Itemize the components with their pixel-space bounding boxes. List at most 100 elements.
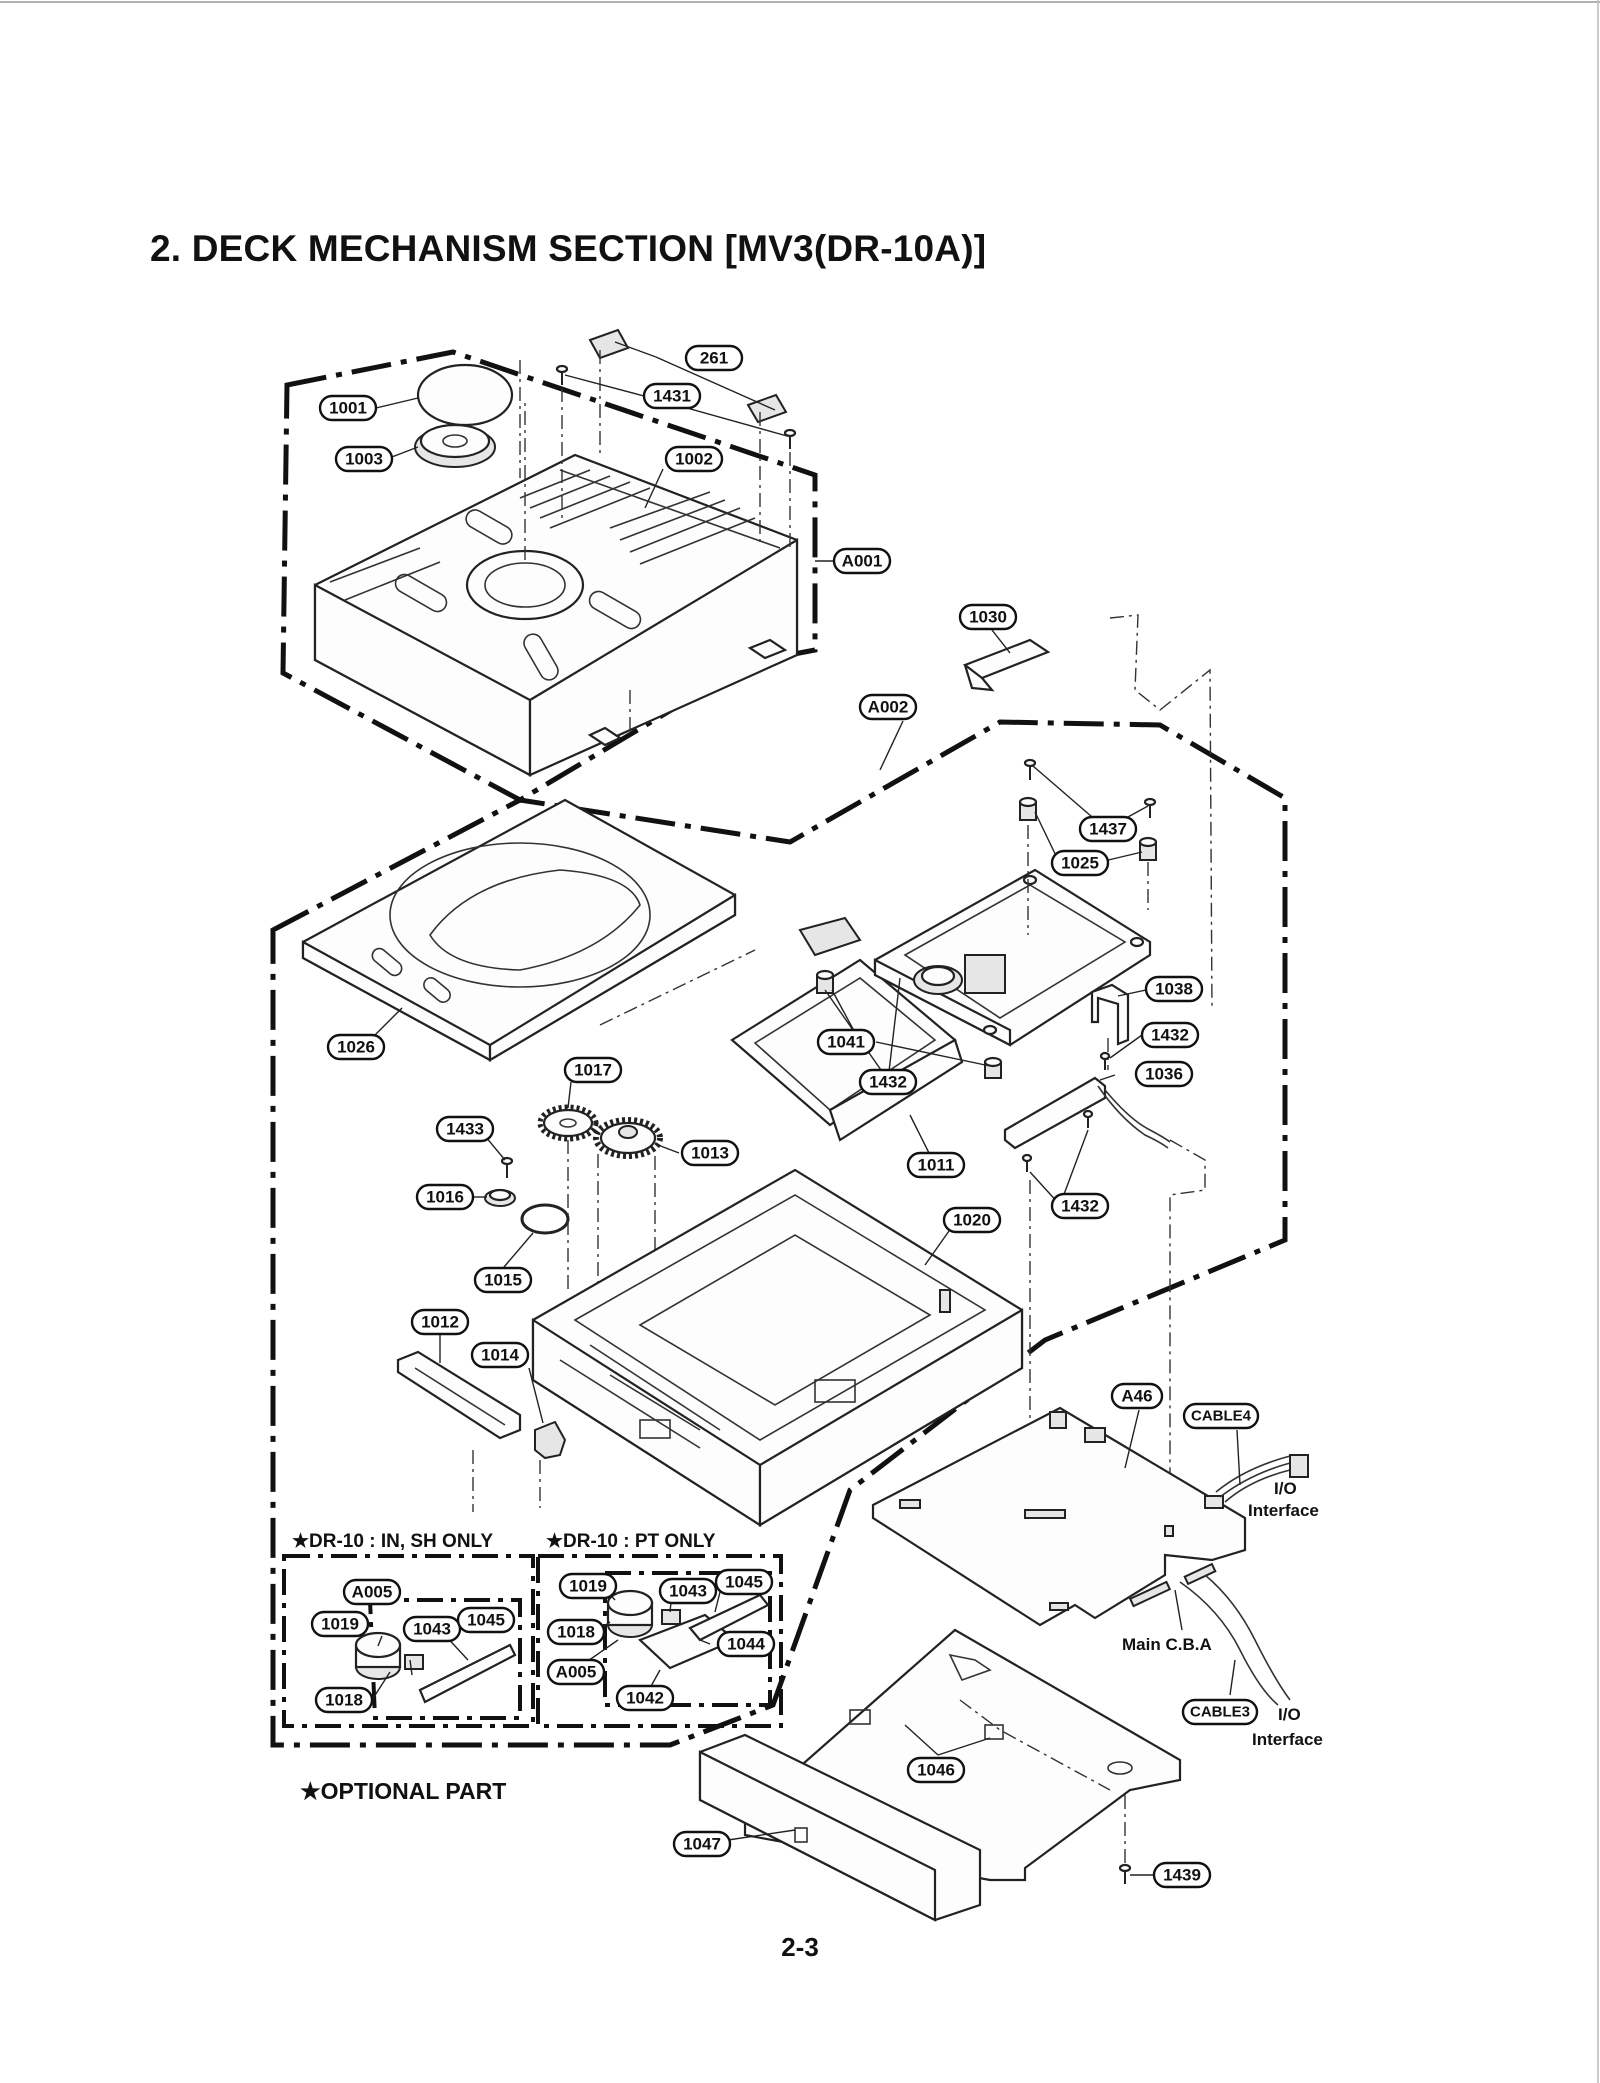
- lever-1014: [534, 1420, 567, 1460]
- optional-box-pt: [536, 1554, 783, 1728]
- svg-text:1433: 1433: [446, 1120, 484, 1139]
- part-label-1433: 1433: [435, 1115, 495, 1143]
- part-label-1439: 1439: [1152, 1861, 1212, 1889]
- group-outline-a002: [270, 719, 1288, 1748]
- damper-1432-lower: [983, 1056, 1003, 1079]
- motor-assembly-pt: [606, 1589, 770, 1670]
- damper-1025-a: [1018, 796, 1038, 821]
- part-label-1044-pt: 1044: [716, 1630, 776, 1658]
- part-label-1437: 1437: [1078, 815, 1138, 843]
- part-label-1019-in-sh: 1019: [310, 1610, 370, 1638]
- cable4-connector: [1215, 1454, 1309, 1503]
- svg-text:A46: A46: [1121, 1387, 1152, 1406]
- svg-text:1025: 1025: [1061, 854, 1099, 873]
- main-cba-board: [871, 1406, 1247, 1627]
- part-label-1041: 1041: [816, 1028, 876, 1056]
- svg-text:1019: 1019: [569, 1577, 607, 1596]
- main-cba-label: Main C.B.A: [1122, 1635, 1212, 1654]
- svg-text:1003: 1003: [345, 450, 383, 469]
- part-label-1043-in-sh: 1043: [402, 1615, 462, 1643]
- part-label-1432-a: 1432: [1140, 1021, 1200, 1049]
- screw-1433: [500, 1156, 514, 1178]
- bracket-1038: [1090, 983, 1130, 1046]
- svg-text:1432: 1432: [1151, 1026, 1189, 1045]
- part-label-1038: 1038: [1144, 975, 1204, 1003]
- svg-text:CABLE4: CABLE4: [1191, 1408, 1252, 1425]
- subassembly-header-in-sh: ★DR-10 : IN, SH ONLY: [292, 1531, 493, 1552]
- part-label-1043-pt: 1043: [658, 1577, 718, 1605]
- svg-text:1043: 1043: [413, 1620, 451, 1639]
- flex-bracket-1036: [1003, 1076, 1171, 1150]
- loader-chassis-1020: [531, 1168, 1024, 1528]
- screw-1437-a: [1023, 758, 1037, 780]
- screw-1437-b: [1143, 797, 1157, 818]
- disc-clamp-cap-1001: [416, 363, 514, 427]
- svg-text:1019: 1019: [321, 1615, 359, 1634]
- flat-cable-1030: [962, 638, 1051, 692]
- belt-1015: [520, 1203, 570, 1235]
- svg-text:A005: A005: [556, 1663, 597, 1682]
- part-label-1025: 1025: [1050, 849, 1110, 877]
- svg-text:A005: A005: [352, 1583, 393, 1602]
- part-label-1002: 1002: [664, 445, 724, 473]
- svg-text:CABLE3: CABLE3: [1190, 1704, 1250, 1721]
- part-label-1018-in-sh: 1018: [314, 1686, 374, 1714]
- svg-text:1002: 1002: [675, 450, 713, 469]
- svg-text:1017: 1017: [574, 1061, 612, 1080]
- motor-assembly-in-sh: [354, 1631, 517, 1704]
- top-cover-1002: [313, 453, 799, 777]
- svg-text:1026: 1026: [337, 1038, 375, 1057]
- interface-label-2: Interface: [1252, 1730, 1323, 1749]
- front-panel-1047: [698, 1733, 982, 1922]
- disc-tray-1026: [301, 798, 737, 1062]
- screw-1432-bottom-a: [1021, 1153, 1033, 1172]
- part-label-261: 261: [684, 344, 744, 372]
- screw-1431-b: [783, 428, 797, 449]
- svg-text:1439: 1439: [1163, 1866, 1201, 1885]
- svg-text:1041: 1041: [827, 1033, 865, 1052]
- svg-text:1044: 1044: [727, 1635, 765, 1654]
- svg-text:1432: 1432: [1061, 1197, 1099, 1216]
- page-title: 2. DECK MECHANISM SECTION [MV3(DR-10A)]: [150, 228, 987, 269]
- svg-text:1036: 1036: [1145, 1065, 1183, 1084]
- svg-text:1030: 1030: [969, 608, 1007, 627]
- optional-part-note: ★OPTIONAL PART: [300, 1778, 506, 1804]
- part-label-a46: A46: [1110, 1382, 1164, 1410]
- screw-1439: [1118, 1863, 1132, 1884]
- subassembly-header-pt: ★DR-10 : PT ONLY: [546, 1531, 716, 1552]
- svg-text:1020: 1020: [953, 1211, 991, 1230]
- part-label-a005-in-sh: A005: [342, 1578, 402, 1606]
- pulley-1016: [484, 1188, 516, 1207]
- part-label-1012: 1012: [410, 1308, 470, 1336]
- part-label-1030: 1030: [958, 603, 1018, 631]
- svg-text:1018: 1018: [557, 1623, 595, 1642]
- label-sticker-261-b: [746, 393, 788, 424]
- part-label-1015: 1015: [473, 1266, 533, 1294]
- svg-text:1047: 1047: [683, 1835, 721, 1854]
- svg-text:1001: 1001: [329, 399, 367, 418]
- part-label-1019-pt: 1019: [558, 1572, 618, 1600]
- in-sh-inner-outline: [367, 1598, 522, 1720]
- part-label-1432-c: 1432: [1050, 1192, 1110, 1220]
- svg-text:1045: 1045: [467, 1611, 505, 1630]
- damper-1041: [815, 969, 835, 994]
- optional-box-in-sh: [282, 1554, 535, 1728]
- traverse-mechanism: [798, 868, 1152, 1047]
- cable3-flat-cable: [1179, 1574, 1291, 1706]
- svg-text:1016: 1016: [426, 1188, 464, 1207]
- svg-text:261: 261: [700, 349, 728, 368]
- svg-text:1011: 1011: [918, 1156, 955, 1175]
- svg-text:1432: 1432: [869, 1073, 907, 1092]
- part-label-cable4: CABLE4: [1182, 1402, 1260, 1430]
- screw-1432-right: [1099, 1051, 1111, 1070]
- part-label-a005-pt: A005: [546, 1658, 606, 1686]
- part-label-a001: A001: [832, 547, 892, 575]
- part-label-a002: A002: [858, 693, 918, 721]
- page-number: 2-3: [781, 1932, 819, 1962]
- gear-1013: [593, 1117, 663, 1159]
- part-label-1017: 1017: [563, 1056, 623, 1084]
- part-label-1011: 1011: [906, 1151, 966, 1179]
- part-label-1045-in-sh: 1045: [456, 1606, 516, 1634]
